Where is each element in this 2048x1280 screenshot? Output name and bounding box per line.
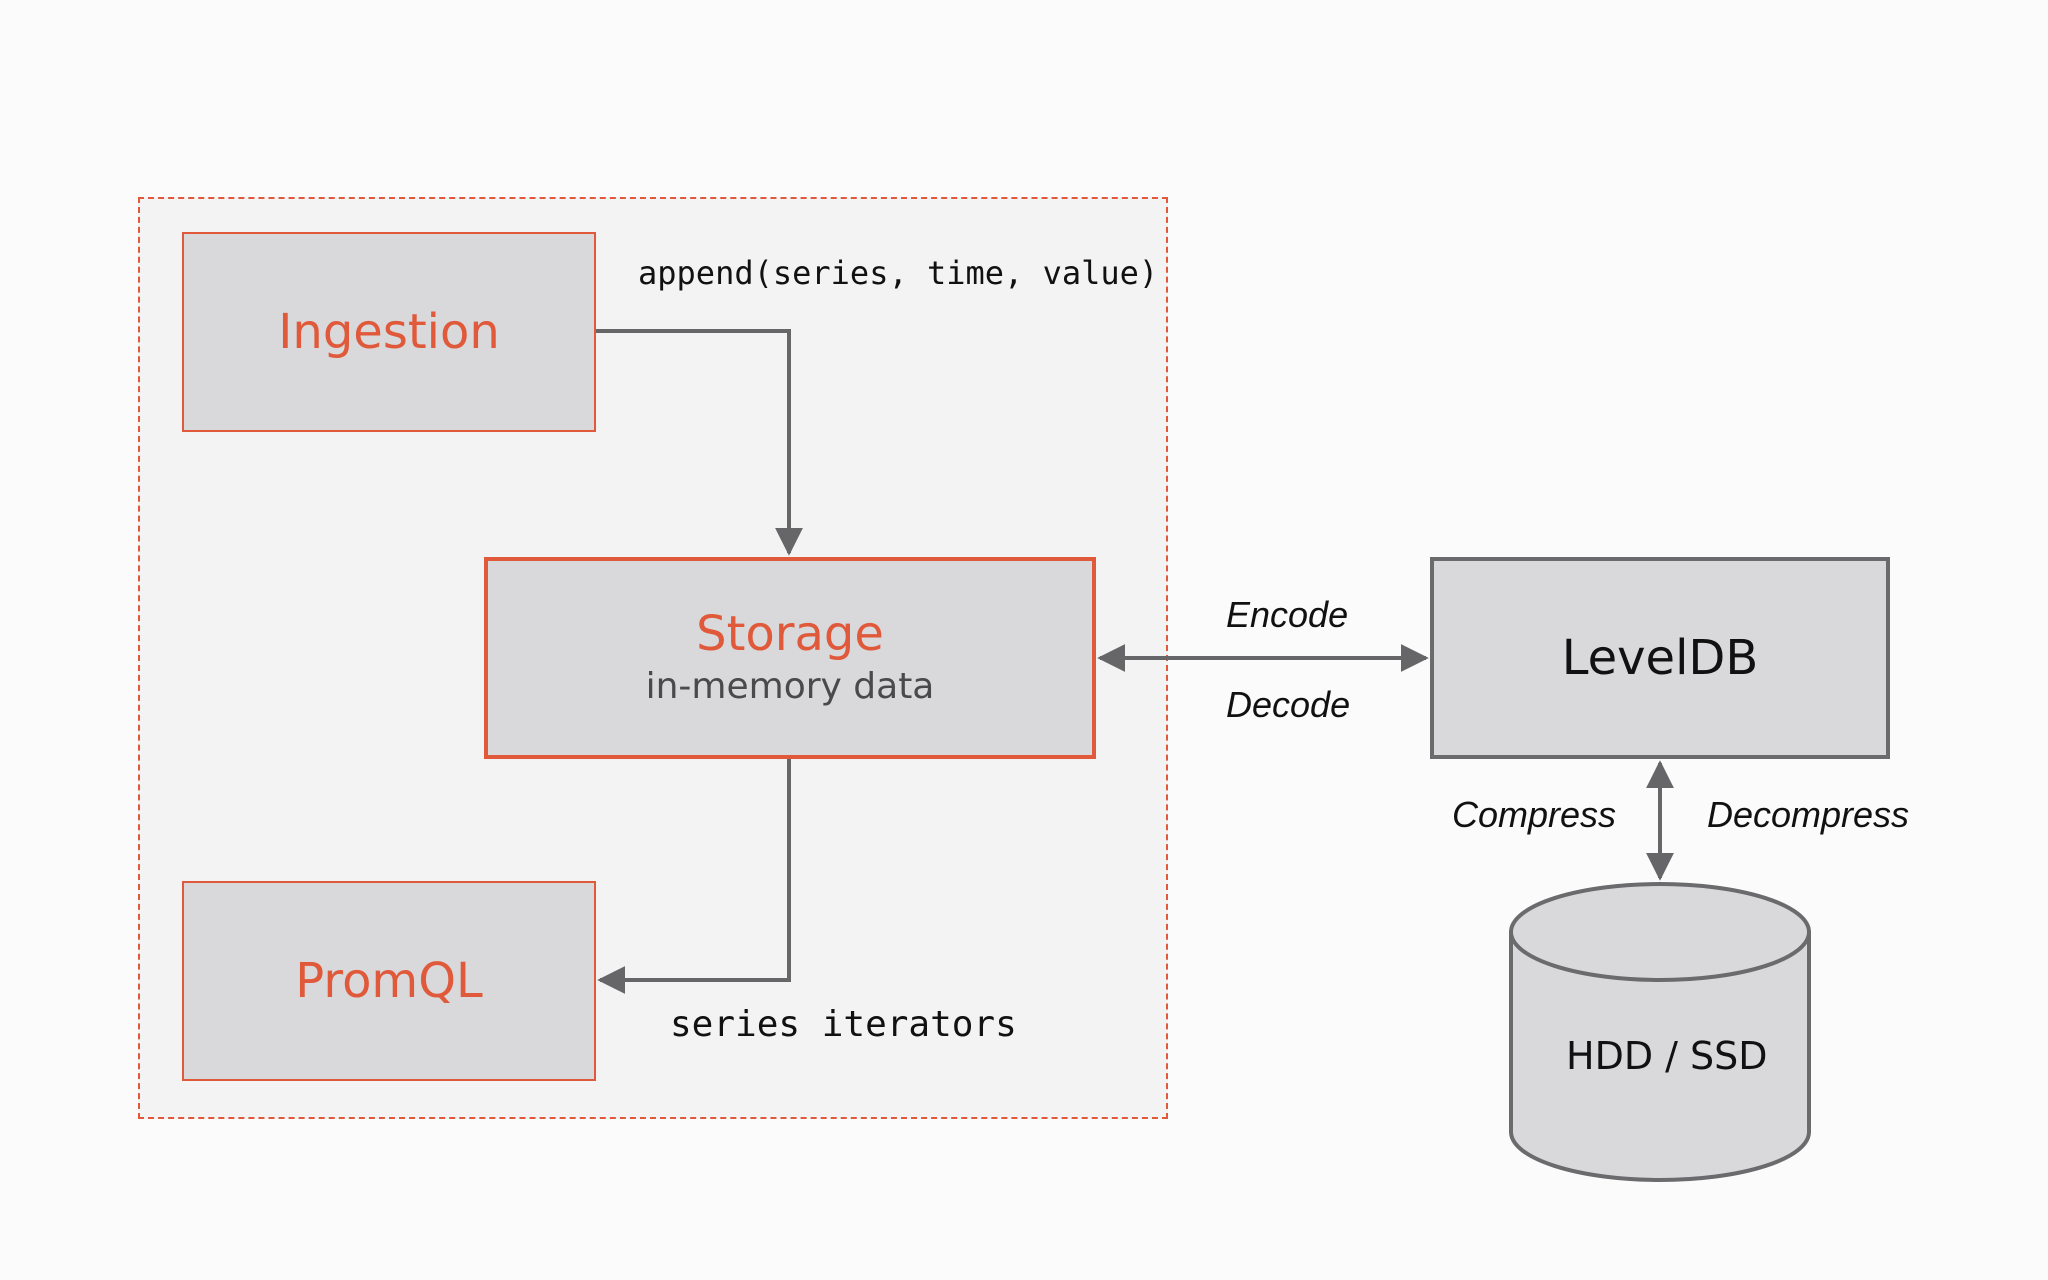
iterators-connector — [597, 759, 791, 994]
promql-node: PromQL — [182, 881, 596, 1081]
storage-node: Storage in-memory data — [484, 557, 1096, 759]
ingestion-label: Ingestion — [278, 303, 500, 360]
append-connector — [596, 329, 803, 556]
storage-label: Storage — [696, 606, 884, 662]
promql-label: PromQL — [295, 952, 483, 1009]
decompress-label: Decompress — [1707, 794, 1910, 835]
storage-sublabel: in-memory data — [645, 665, 935, 707]
append-label: append(series, time, value) — [638, 254, 1159, 292]
disk-label: HDD / SSD — [1566, 1034, 1768, 1078]
leveldb-node: LevelDB — [1430, 557, 1890, 759]
encode-label: Encode — [1226, 594, 1349, 635]
iterators-label: series iterators — [670, 1004, 1017, 1045]
decode-label: Decode — [1226, 684, 1351, 725]
disk-node — [1509, 882, 1811, 1182]
leveldb-label: LevelDB — [1561, 630, 1759, 686]
ingestion-node: Ingestion — [182, 232, 596, 432]
compress-label: Compress — [1452, 794, 1617, 835]
